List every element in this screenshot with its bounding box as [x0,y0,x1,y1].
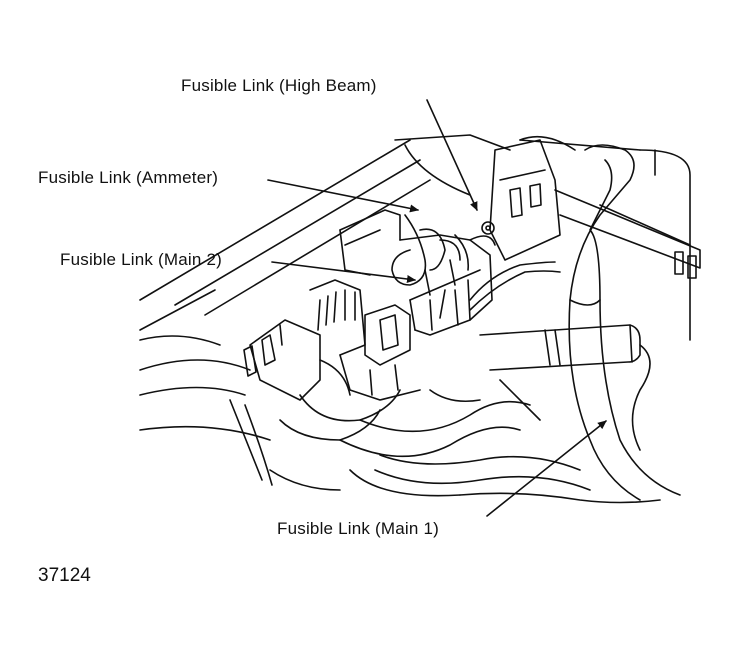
horizontal-conduit [479,324,651,451]
callout-leaders [267,99,607,517]
figure-number: 37124 [38,565,91,586]
fuse-block [339,209,493,336]
fender-panel-lines [139,134,691,341]
leader-main-1 [486,420,607,517]
left-connector-cluster [309,279,421,401]
callout-high-beam-label: Fusible Link (High Beam) [181,76,377,95]
fusible-link-loops [391,214,496,286]
left-plug-connector [243,319,351,401]
callout-ammeter-label: Fusible Link (Ammeter) [38,168,219,187]
callout-main-1-label: Fusible Link (Main 1) [277,519,439,538]
leader-ammeter [267,179,419,213]
callout-main-2-label: Fusible Link (Main 2) [60,250,222,269]
leader-high-beam [426,99,478,211]
leader-main-2 [271,261,416,283]
lower-hoses [139,335,661,504]
relay-bracket [489,135,701,279]
bracket-wires [469,221,561,311]
main-harness [568,144,681,501]
